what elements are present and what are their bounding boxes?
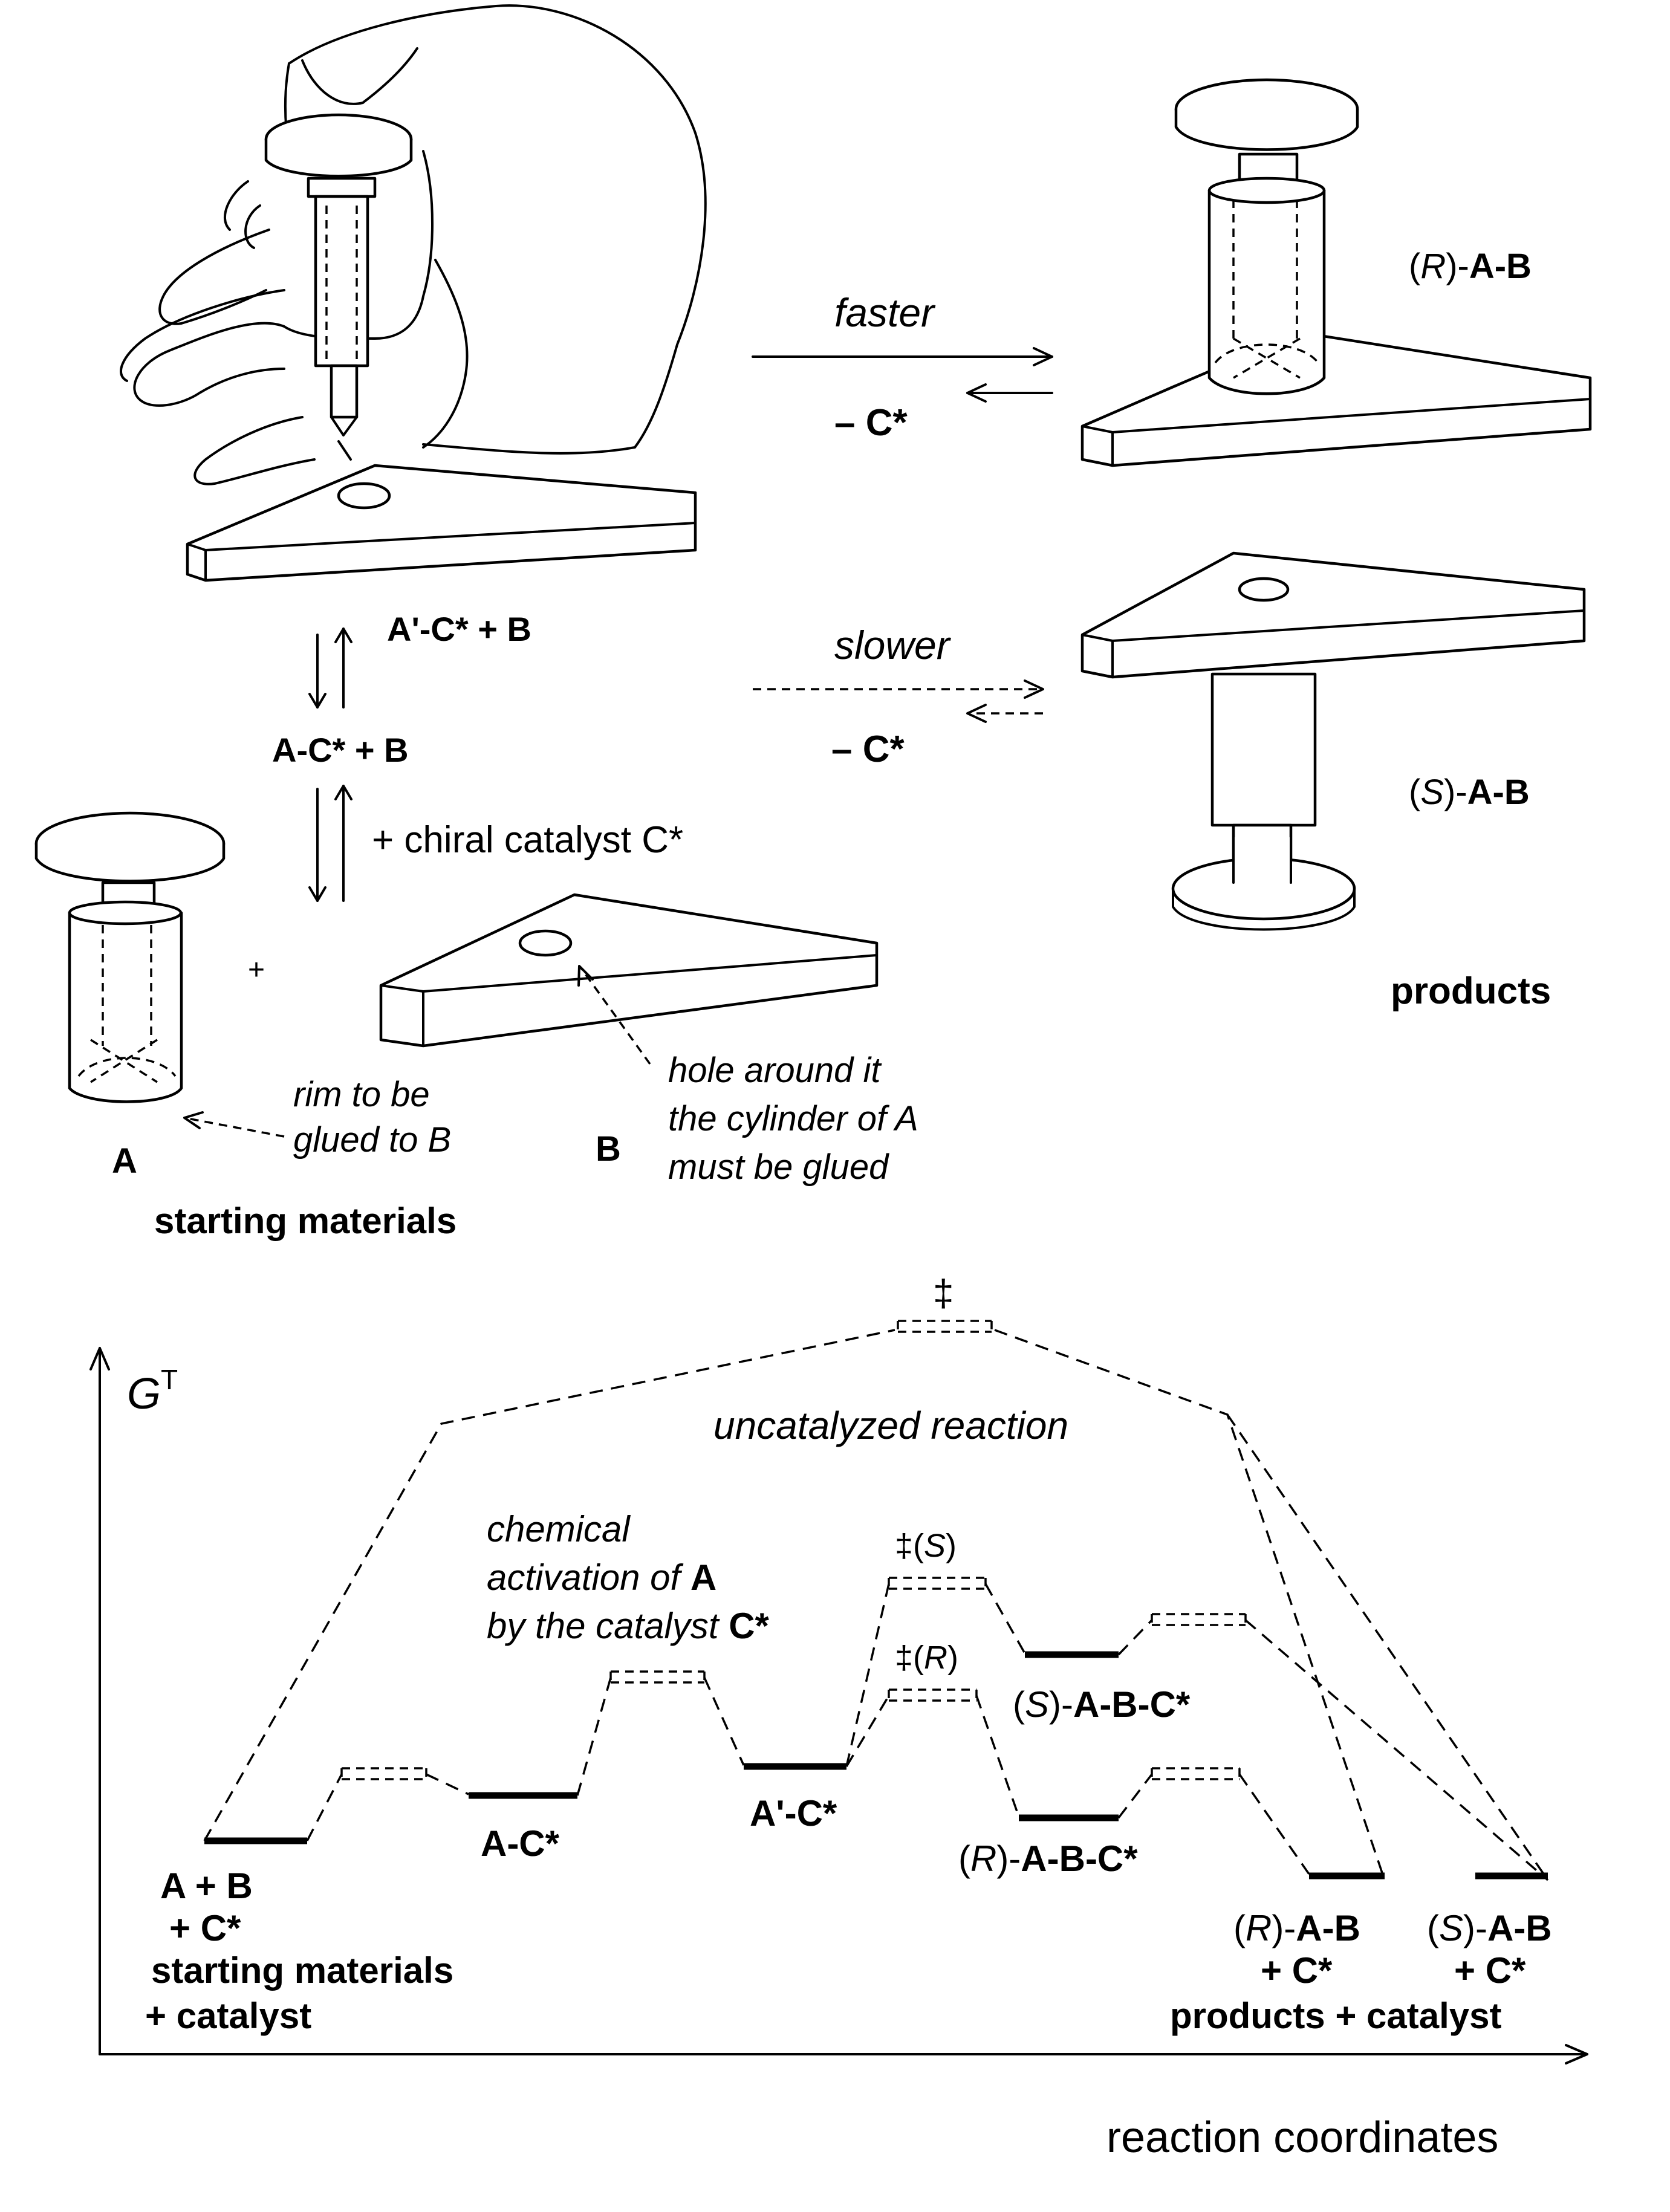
y-axis-label: GT bbox=[127, 1364, 178, 1418]
rim-note-line1: rim to be bbox=[293, 1075, 430, 1114]
level-start-line4: + catalyst bbox=[145, 1996, 311, 2036]
plus-sign: + bbox=[248, 954, 265, 986]
products-caption: products bbox=[1391, 970, 1551, 1012]
piece-a-starting bbox=[34, 811, 226, 1103]
product-s-label: (S)-A-B bbox=[1409, 773, 1530, 812]
hole-note-line2: the cylinder of A bbox=[668, 1099, 918, 1138]
activation-note-line2: activation of A bbox=[487, 1557, 716, 1598]
ts-r-label: ‡(R) bbox=[895, 1640, 958, 1676]
hole-note-arrowhead bbox=[577, 965, 594, 987]
level-start-line2: + C* bbox=[169, 1908, 241, 1948]
level-r-abc: (R)-A-B-C* bbox=[958, 1838, 1138, 1879]
level-start-line3: starting materials bbox=[151, 1950, 453, 1991]
label-a-c-plus-b: A-C* + B bbox=[272, 731, 409, 769]
ts-s-label: ‡(S) bbox=[895, 1528, 957, 1564]
equilibrium-arrows-top bbox=[308, 628, 353, 709]
piece-b-starting bbox=[379, 893, 879, 1048]
slower-arrows bbox=[753, 679, 1044, 723]
hand-illustration bbox=[120, 4, 707, 485]
rim-note-arrow bbox=[187, 1117, 285, 1138]
hole-note-arrow bbox=[579, 966, 651, 1065]
label-b-starting: B bbox=[596, 1129, 621, 1169]
rim-note-line2: glued to B bbox=[293, 1120, 451, 1160]
level-aprime-c: A'-C* bbox=[750, 1793, 837, 1834]
label-add-catalyst: + chiral catalyst C* bbox=[372, 819, 683, 861]
minus-catalyst-slow: – C* bbox=[831, 728, 905, 770]
faster-label: faster bbox=[834, 290, 936, 335]
ts-uncatalyzed: ‡ bbox=[933, 1273, 954, 1314]
piece-b-under-hand bbox=[186, 464, 697, 582]
product-s-illustration bbox=[1080, 551, 1586, 931]
level-products-caption: products + catalyst bbox=[1170, 1996, 1502, 2036]
product-r-illustration bbox=[1080, 78, 1592, 467]
level-start-line1: A + B bbox=[160, 1866, 253, 1906]
uncatalyzed-path bbox=[203, 1320, 1549, 1881]
level-r-product-line1: (R)-A-B bbox=[1233, 1908, 1360, 1948]
catalyzed-path bbox=[204, 1577, 1549, 1881]
activation-note-line1: chemical bbox=[487, 1509, 631, 1549]
level-ac: A-C* bbox=[481, 1823, 560, 1864]
level-s-product-line1: (S)-A-B bbox=[1427, 1908, 1552, 1948]
activation-note-line3: by the catalyst C* bbox=[487, 1606, 770, 1646]
label-aprime-c-plus-b: A'-C* + B bbox=[387, 610, 531, 648]
rim-note-arrowhead bbox=[183, 1111, 204, 1129]
hole-note-line3: must be glued bbox=[668, 1147, 889, 1187]
slower-label: slower bbox=[834, 623, 952, 667]
uncatalyzed-label: uncatalyzed reaction bbox=[713, 1404, 1068, 1447]
x-axis-label: reaction coordinates bbox=[1106, 2113, 1498, 2162]
starting-materials-caption: starting materials bbox=[154, 1201, 456, 1241]
minus-catalyst-fast: – C* bbox=[834, 402, 908, 444]
energy-axes bbox=[89, 1347, 1588, 2064]
product-r-label: (R)-A-B bbox=[1409, 247, 1532, 286]
level-r-product-line2: + C* bbox=[1261, 1950, 1333, 1991]
hole-note-line1: hole around it bbox=[668, 1051, 882, 1090]
faster-arrows bbox=[752, 347, 1053, 403]
label-a-starting: A bbox=[112, 1141, 137, 1181]
level-s-abc: (S)-A-B-C* bbox=[1013, 1684, 1191, 1725]
equilibrium-arrows-bottom bbox=[308, 785, 353, 902]
level-s-product-line2: + C* bbox=[1454, 1950, 1526, 1991]
